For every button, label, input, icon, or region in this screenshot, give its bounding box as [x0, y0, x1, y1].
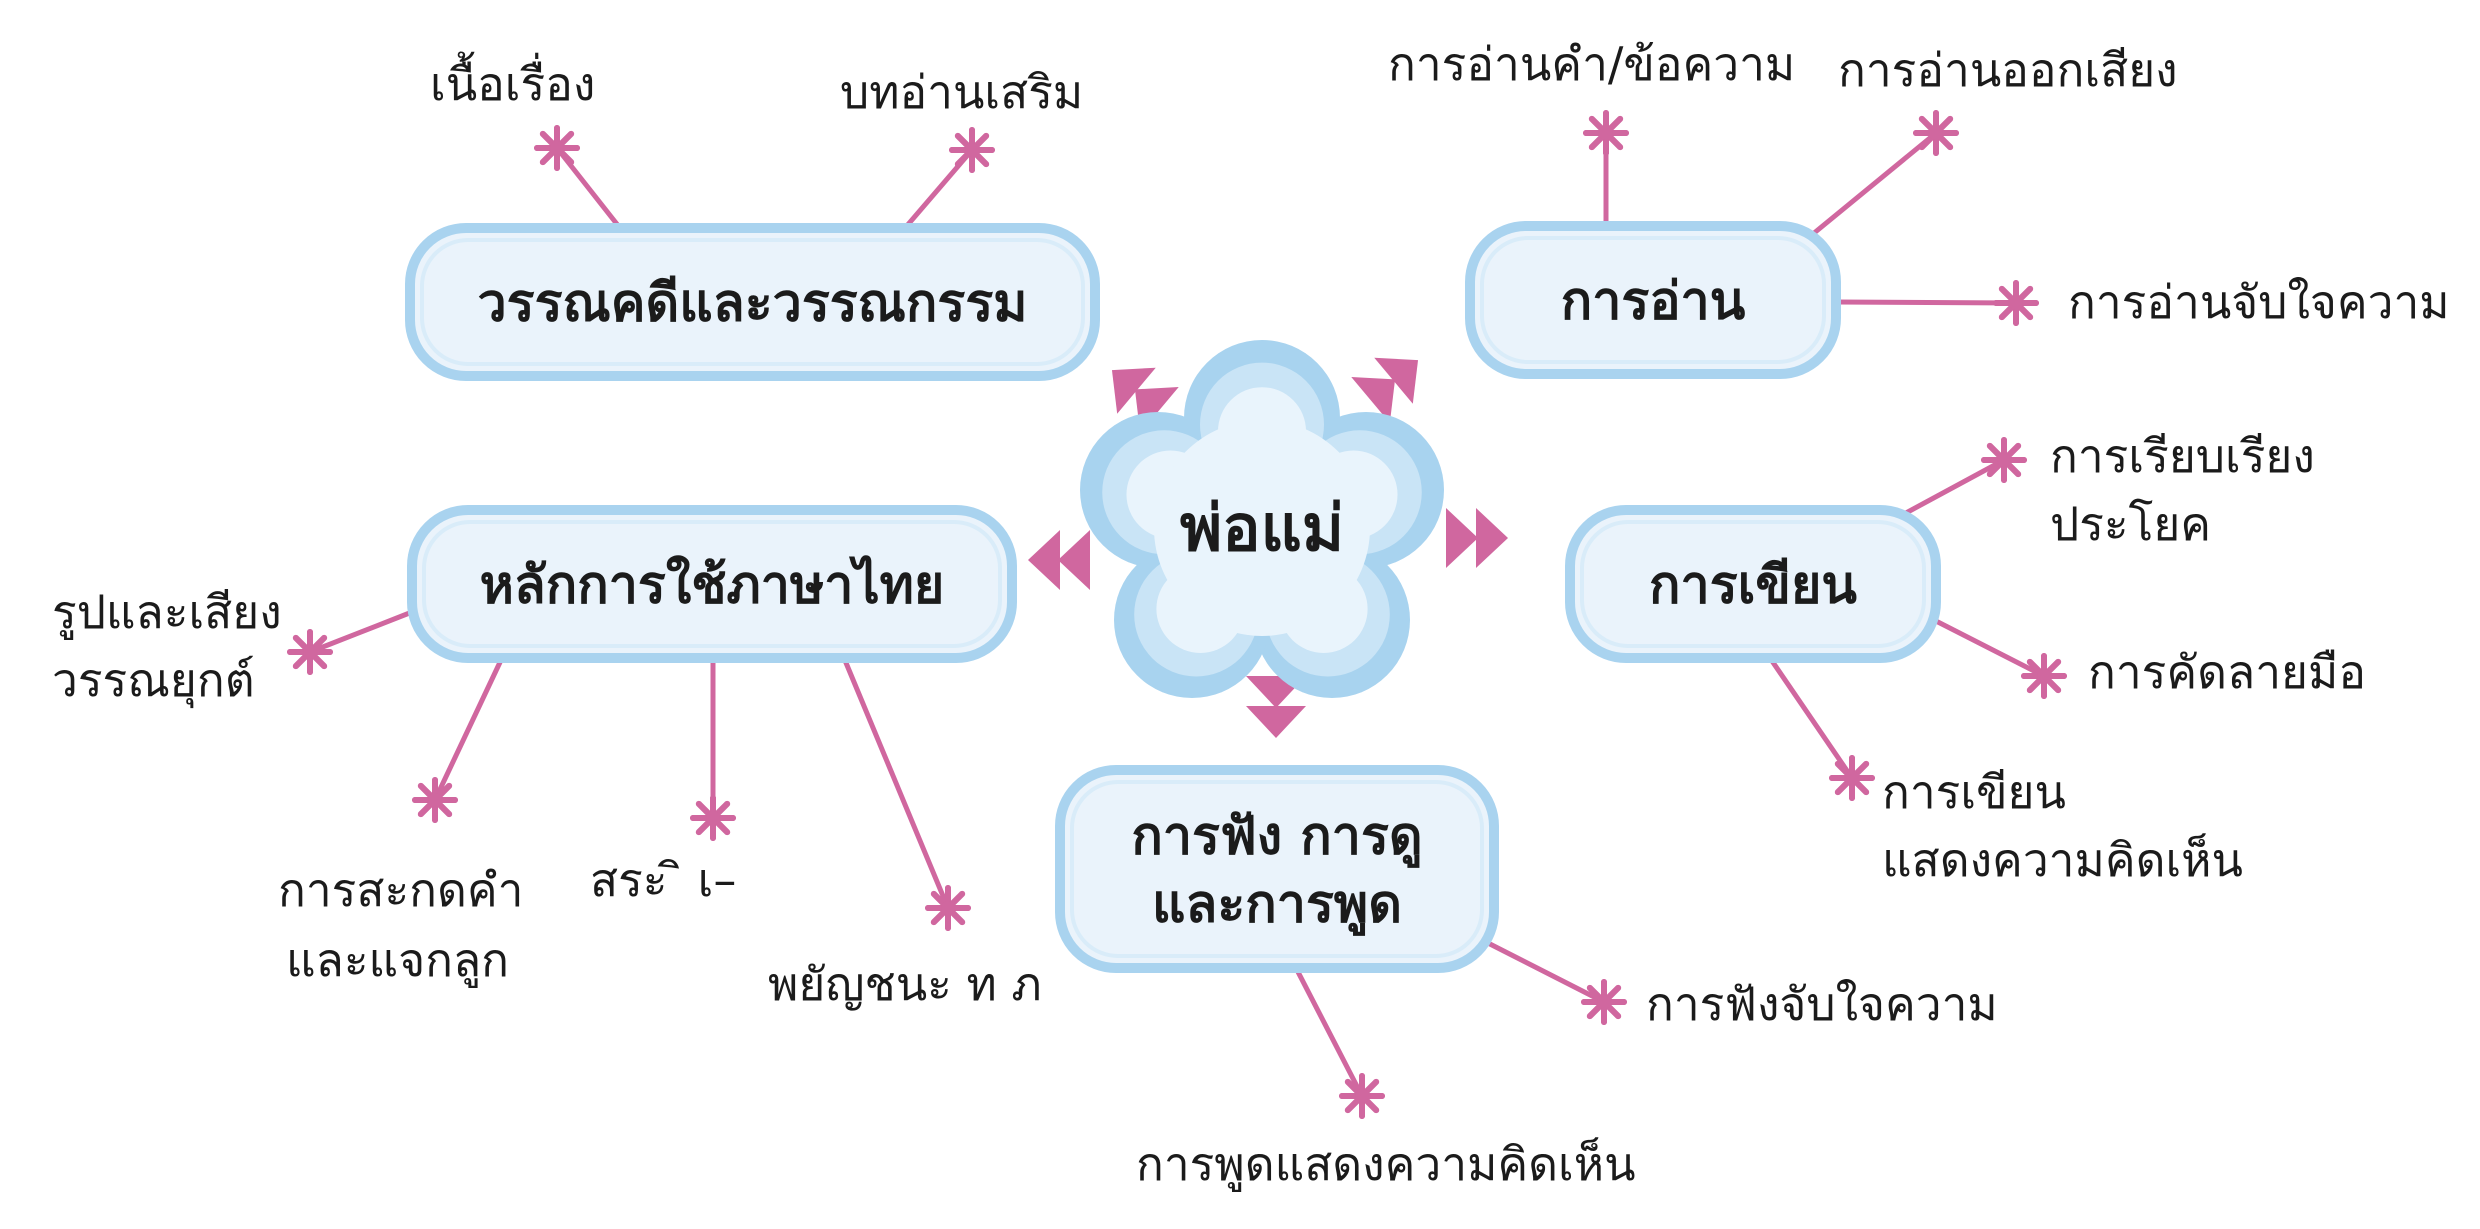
star-node-icon: [1996, 283, 2036, 323]
arrow-to-reading-icon: [1351, 337, 1437, 423]
connector-line: [1770, 658, 1852, 778]
star-node-icon: [290, 632, 330, 672]
connector-line: [1904, 460, 2004, 514]
topic-label: หลักการใช้ภาษาไทย: [480, 555, 945, 616]
connector-line: [1486, 942, 1604, 1002]
leaf-label-line: การเรียบเรียง: [2050, 429, 2315, 483]
leaf-label: การฟังจับใจความ: [1646, 977, 1998, 1031]
leaf-label-line: ประโยค: [2050, 497, 2211, 551]
leaf-label: การสะกดคำและแจกลูก: [278, 863, 524, 988]
star-node-icon: [1586, 113, 1626, 153]
leaf-label: การอ่านจับใจความ: [2068, 275, 2450, 329]
connector-line: [1836, 302, 2016, 303]
connector-line: [310, 612, 412, 652]
topic-label: การเขียน: [1649, 556, 1857, 616]
leaf-label-line: วรรณยุกต์: [52, 653, 255, 709]
star-node-icon: [1832, 758, 1872, 798]
leaf-label-line: และแจกลูก: [286, 933, 509, 988]
topic-box-reading: การอ่าน: [1470, 226, 1836, 374]
leaf-label: การเรียบเรียงประโยค: [2050, 429, 2315, 551]
connector-line: [844, 658, 948, 908]
star-node-icon: [928, 888, 968, 928]
connector-line: [1808, 133, 1936, 238]
leaf-label: บทอ่านเสริม: [840, 65, 1083, 119]
center-label: พ่อแม่: [1180, 492, 1344, 566]
leaf-label: การคัดลายมือ: [2088, 645, 2366, 699]
star-node-icon: [2024, 656, 2064, 696]
star-node-icon: [1342, 1076, 1382, 1116]
connector-line: [1934, 620, 2044, 676]
connector-line: [1296, 968, 1362, 1096]
star-node-icon: [693, 798, 733, 838]
star-node-icon: [415, 780, 455, 820]
star-node-icon: [952, 130, 992, 170]
leaf-label-line: รูปและเสียง: [52, 585, 282, 640]
leaf-label: การอ่านออกเสียง: [1838, 43, 2178, 97]
leaf-label: รูปและเสียงวรรณยุกต์: [52, 585, 282, 709]
leaf-label: การอ่านคำ/ข้อความ: [1388, 37, 1795, 91]
topic-box-grammar: หลักการใช้ภาษาไทย: [412, 510, 1012, 658]
star-node-icon: [537, 128, 577, 168]
star-node-icon: [1916, 113, 1956, 153]
star-node-icon: [1584, 982, 1624, 1022]
leaf-label: เนื้อเรื่อง: [430, 51, 595, 111]
topic-label-line: และการพูด: [1152, 875, 1402, 937]
leaf-label-line: การเขียน: [1882, 765, 2066, 819]
topic-label: การอ่าน: [1561, 272, 1746, 332]
topic-box-writing: การเขียน: [1570, 510, 1936, 658]
leaf-label-line: การสะกดคำ: [278, 863, 524, 917]
leaf-label-line: แสดงความคิดเห็น: [1882, 833, 2243, 887]
topic-box-listening: การฟัง การดูและการพูด: [1060, 770, 1494, 968]
arrow-to-grammar-icon: [1028, 530, 1090, 590]
star-node-icon: [1984, 440, 2024, 480]
leaf-label: พยัญชนะ ท ภ: [768, 957, 1042, 1011]
arrow-to-writing-icon: [1446, 508, 1508, 568]
topic-box-literature: วรรณคดีและวรรณกรรม: [410, 228, 1095, 376]
leaf-label: สระ ิ เ–: [590, 853, 736, 907]
topic-label: วรรณคดีและวรรณกรรม: [477, 274, 1027, 334]
leaf-label: การพูดแสดงความคิดเห็น: [1136, 1137, 1636, 1192]
topic-label-line: การฟัง การดู: [1131, 807, 1422, 869]
leaf-label: การเขียนแสดงความคิดเห็น: [1882, 765, 2243, 887]
connector-line: [435, 658, 502, 800]
